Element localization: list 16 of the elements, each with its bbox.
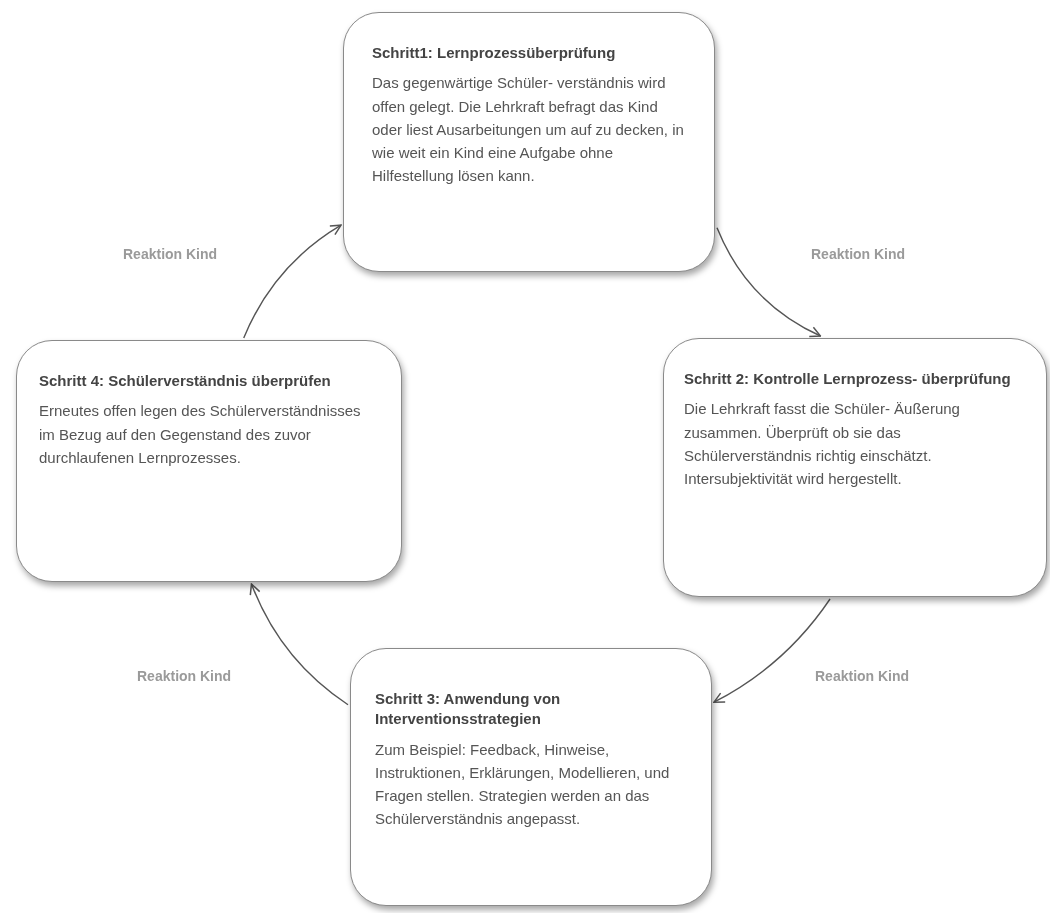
step-title: Schritt 3: Anwendung von Interventionsstrategien — [375, 689, 562, 730]
step-description: Erneutes offen legen des Schülerverständnisses im Bezug auf den Gegenstand des zuvor durchlaufenen Lernprozesses. — [39, 401, 362, 468]
step-box — [663, 338, 1047, 597]
curved-arrow — [716, 227, 822, 337]
step-title: Schritt 2: Kontrolle Lernprozess- überprüfung — [684, 369, 1012, 389]
curved-arrow — [713, 598, 831, 703]
step-description: Zum Beispiel: Feedback, Hinweise, Instruktionen, Erklärungen, Modellieren, und Fragen stellen. Strategien werden an das Schülerverständnis angepasst. — [375, 739, 671, 830]
curved-arrow — [243, 224, 342, 339]
step-box — [350, 648, 712, 906]
step-box — [343, 12, 715, 272]
step-title: Schritt 4: Schülerverständnis überprüfen — [39, 371, 332, 391]
step-title: Schritt1: Lernprozessüberprüfung — [372, 43, 617, 63]
step-description: Die Lehrkraft fasst die Schüler- Äußerung zusammen. Überprüft ob sie das Schülerverständnis richtig einschätzt. Intersubjektivität wird hergestellt. — [684, 399, 961, 489]
step-box — [16, 340, 402, 582]
curved-arrow — [249, 583, 349, 706]
step-description: Das gegenwärtige Schüler- verständnis wird offen gelegt. Die Lehrkraft befragt das Kind oder liest Ausarbeitungen um auf zu decken, in wie weit ein Kind eine Aufgabe ohne Hilfestellung lösen kann. — [372, 73, 685, 187]
